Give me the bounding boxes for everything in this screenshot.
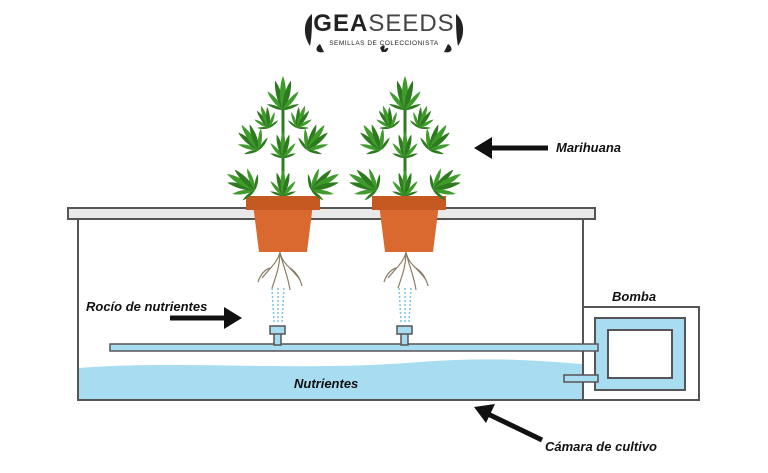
plant-roots: [257, 251, 429, 291]
nutrient-pipe: [109, 325, 599, 383]
arrows: [170, 137, 548, 443]
mist-spray: [271, 286, 412, 323]
arrow-chamber: [474, 404, 544, 443]
grow-chamber: [77, 217, 584, 401]
label-nutrients: Nutrientes: [294, 376, 359, 391]
brand-name: GEASEEDS: [300, 10, 468, 38]
arrow-plant: [474, 137, 548, 159]
brand-name-bold: GEA: [313, 10, 369, 37]
laurel-wreath-icon: [304, 14, 464, 53]
label-plant: Marihuana: [556, 140, 622, 155]
brand-name-light: SEEDS: [368, 10, 455, 37]
label-mist: Rocío de nutrientes: [86, 299, 208, 314]
pump: [582, 306, 700, 401]
label-chamber: Cámara de cultivo: [545, 439, 657, 454]
plant-pots: [246, 196, 446, 252]
chamber-lid: [67, 207, 596, 220]
label-pump: Bomba: [612, 289, 657, 304]
brand-logo: GEASEEDS SEMILLAS DE COLECCIONISTA: [300, 6, 468, 58]
cannabis-plants: [225, 76, 463, 202]
brand-tagline: SEMILLAS DE COLECCIONISTA: [329, 40, 439, 47]
nutrient-water: [79, 359, 582, 399]
arrow-mist: [170, 307, 242, 329]
